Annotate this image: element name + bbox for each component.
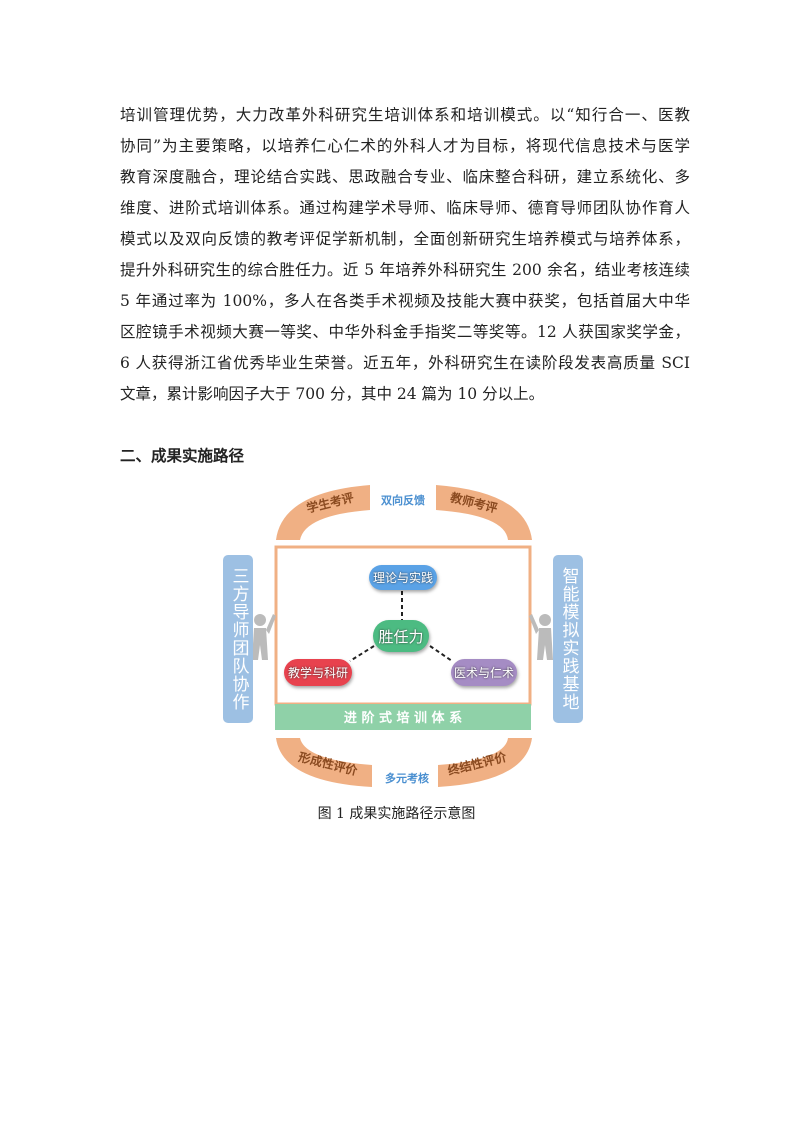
label-two-way-feedback: 双向反馈 bbox=[381, 494, 425, 507]
label-summative-evaluation: 终结性评价 bbox=[446, 749, 508, 779]
label-teacher-review: 教师考评 bbox=[448, 490, 499, 516]
text-line: 协同”为主要策略，以培养仁心仁术的外科人才为目标，将现代信息技术与医学 bbox=[120, 137, 690, 155]
text-line: 6 人获得浙江省优秀毕业生荣誉。近五年，外科研究生在读阶段发表高质量 SCI bbox=[120, 354, 690, 372]
connector-right bbox=[429, 645, 453, 662]
connector-left bbox=[349, 645, 375, 662]
label-multi-assessment: 多元考核 bbox=[385, 772, 429, 785]
text-line: 教育深度融合，理论结合实践、思政融合专业、临床整合科研，建立系统化、多 bbox=[120, 168, 690, 186]
section-heading: 二、成果实施路径 bbox=[120, 447, 245, 465]
text-line: 维度、进阶式培训体系。通过构建学术导师、临床导师、德育导师团队协作育人 bbox=[120, 199, 690, 217]
text-line: 模式以及双向反馈的教考评促学新机制，全面创新研究生培养模式与培养体系， bbox=[120, 230, 690, 248]
base-bar-label: 进 阶 式 培 训 体 系 bbox=[343, 711, 463, 726]
left-bar-tutor-team: 三方导师团队协作 bbox=[223, 555, 253, 723]
label-formative-evaluation: 形成性评价 bbox=[297, 749, 359, 779]
person-icon-left bbox=[252, 614, 276, 660]
node-medical-skill-ethics: 医术与仁术 bbox=[451, 659, 517, 686]
node-theory-practice: 理论与实践 bbox=[369, 565, 437, 590]
text-line: 培训管理优势，大力改革外科研究生培训体系和培训模式。以“知行合一、医教 bbox=[120, 106, 690, 124]
text-line: 5 年通过率为 100%，多人在各类手术视频及技能大赛中获奖，包括首届大中华 bbox=[120, 292, 690, 310]
text-line: 文章，累计影响因子大于 700 分，其中 24 篇为 10 分以上。 bbox=[120, 385, 545, 403]
node-teaching-research: 教学与科研 bbox=[284, 659, 352, 686]
node-competency: 胜任力 bbox=[373, 620, 429, 652]
person-icon-right bbox=[529, 614, 553, 660]
right-bar-simulation-base: 智能模拟实践基地 bbox=[553, 555, 583, 723]
figure-caption: 图 1 成果实施路径示意图 bbox=[317, 806, 476, 822]
text-line: 区腔镜手术视频大赛一等奖、中华外科金手指奖二等奖等。12 人获国家奖学金， bbox=[120, 323, 690, 341]
text-line: 提升外科研究生的综合胜任力。近 5 年培养外科研究生 200 余名，结业考核连续 bbox=[120, 261, 690, 279]
label-student-review: 学生考评 bbox=[305, 490, 356, 516]
body-paragraph: 培训管理优势，大力改革外科研究生培训体系和培训模式。以“知行合一、医教 协同”为… bbox=[120, 100, 690, 410]
